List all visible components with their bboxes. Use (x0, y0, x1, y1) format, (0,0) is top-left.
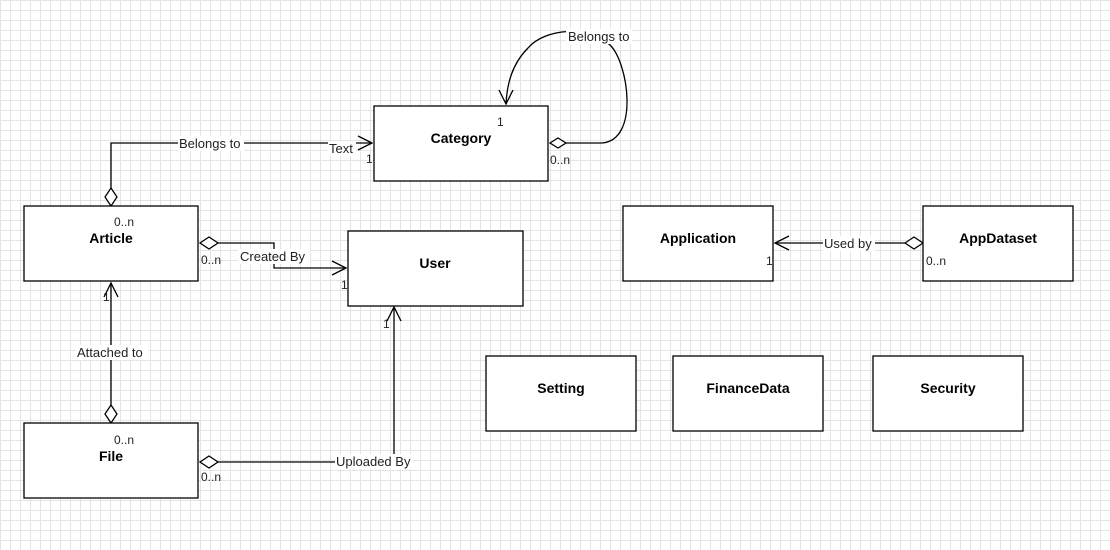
aggregation-diamond-icon (548, 137, 568, 149)
entity-file[interactable]: File (23, 422, 199, 499)
entity-title: Category (431, 130, 492, 146)
aggregation-diamond-icon (198, 455, 220, 469)
entity-financedata[interactable]: FinanceData (672, 355, 824, 432)
aggregation-diamond-icon (104, 403, 118, 425)
multiplicity-label: 0..n (114, 215, 134, 229)
aggregation-diamond-icon (198, 236, 220, 250)
multiplicity-label: 1 (341, 278, 348, 292)
multiplicity-label: 0..n (114, 433, 134, 447)
multiplicity-label: 0..n (926, 254, 946, 268)
relation-label-category-self: Belongs to (568, 29, 629, 44)
entity-title: File (99, 448, 123, 464)
relation-label-article-category-text: Text (329, 141, 353, 156)
relation-label-file-user: Uploaded By (336, 454, 411, 469)
entity-title: FinanceData (706, 380, 789, 396)
multiplicity-label: 1 (383, 317, 390, 331)
entity-title: Setting (537, 380, 584, 396)
entity-title: AppDataset (959, 230, 1037, 246)
multiplicity-label: 0..n (550, 153, 570, 167)
relation-label-appdataset-application: Used by (824, 236, 872, 251)
entity-user[interactable]: User (347, 230, 524, 307)
aggregation-diamond-icon (903, 236, 925, 250)
multiplicity-label: 0..n (201, 470, 221, 484)
edge-file-user[interactable]: Uploaded By (198, 305, 413, 469)
entity-article[interactable]: Article (23, 205, 199, 282)
relation-label-file-article: Attached to (77, 345, 143, 360)
edge-article-category[interactable]: Belongs to Text (104, 135, 374, 208)
entity-application[interactable]: Application (622, 205, 774, 282)
entity-title: Security (920, 380, 975, 396)
entity-title: Article (89, 230, 133, 246)
edge-article-user[interactable]: Created By (198, 236, 348, 276)
entity-security[interactable]: Security (872, 355, 1024, 432)
aggregation-diamond-icon (104, 186, 118, 208)
multiplicity-label: 1 (766, 254, 773, 268)
multiplicity-label: 1 (366, 152, 373, 166)
entity-appdataset[interactable]: AppDataset (922, 205, 1074, 282)
multiplicity-label: 0..n (201, 253, 221, 267)
multiplicity-label: 1 (497, 115, 504, 129)
edge-file-article[interactable]: Attached to (76, 281, 148, 425)
relation-label-article-category: Belongs to (179, 136, 240, 151)
relation-label-article-user: Created By (240, 249, 306, 264)
entity-title: Application (660, 230, 736, 246)
edge-appdataset-application[interactable]: Used by (773, 235, 925, 251)
entity-category[interactable]: Category (373, 105, 549, 182)
edge-category-self[interactable]: Belongs to (498, 29, 632, 149)
entity-title: User (419, 255, 451, 271)
multiplicity-label: 1 (103, 290, 110, 304)
entity-setting[interactable]: Setting (485, 355, 637, 432)
